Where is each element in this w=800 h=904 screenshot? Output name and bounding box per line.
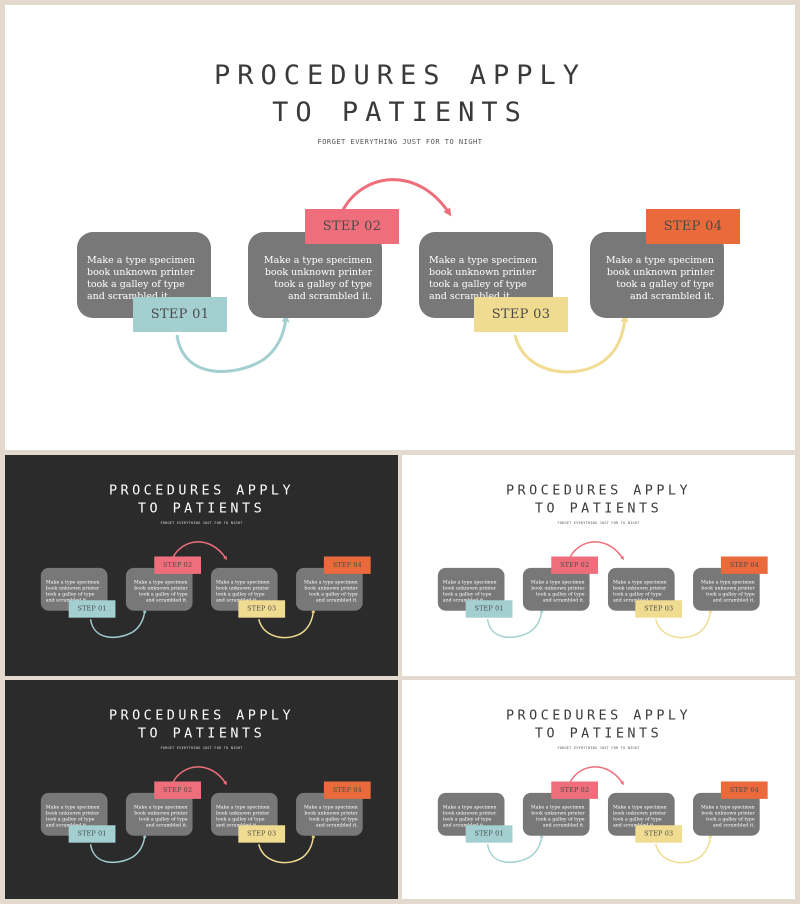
step-01-label: STEP 01: [465, 825, 513, 843]
step-03-label: STEP 03: [238, 600, 286, 618]
arrow-step01-to-step02: [89, 608, 147, 639]
step-02-description: Make a type specimen book unknown printe…: [133, 579, 188, 603]
step-03-label: STEP 03: [635, 825, 683, 843]
arrow-step02-to-step03: [569, 766, 624, 786]
step-02-label: STEP 02: [154, 556, 202, 574]
step-card-02: Make a type specimen book unknown printe…: [248, 232, 382, 318]
step-01-label: STEP 01: [133, 297, 227, 332]
step-card-04: Make a type specimen book unknown printe…: [296, 567, 363, 611]
step-02-label: STEP 02: [154, 781, 202, 799]
slide-title-line1: PROCEDURES APPLY: [108, 482, 295, 498]
slide-main[interactable]: PROCEDURES APPLY TO PATIENTS FORGET EVER…: [5, 5, 795, 450]
arrow-step02-to-step03: [172, 766, 227, 786]
step-02-description: Make a type specimen book unknown printe…: [133, 804, 188, 828]
slide-title-line2: TO PATIENTS: [272, 97, 528, 128]
step-04-label: STEP 04: [323, 781, 371, 799]
step-04-label: STEP 04: [323, 556, 371, 574]
slide-subtitle: FORGET EVERYTHING JUST FOR TO NIGHT: [160, 521, 243, 526]
step-03-description: Make a type specimen book unknown printe…: [612, 804, 667, 828]
step-03-label: STEP 03: [238, 825, 286, 843]
step-03-description: Make a type specimen book unknown printe…: [429, 255, 538, 302]
slide-thumbnail-1[interactable]: PROCEDURES APPLY TO PATIENTS FORGET EVER…: [5, 455, 398, 676]
step-03-label: STEP 03: [635, 600, 683, 618]
slide-title-line1: PROCEDURES APPLY: [108, 707, 295, 723]
slide-title-line2: TO PATIENTS: [534, 725, 663, 742]
slide-thumbnail-3[interactable]: PROCEDURES APPLY TO PATIENTS FORGET EVER…: [5, 680, 398, 899]
step-card-03: Make a type specimen book unknown printe…: [607, 567, 675, 611]
step-arrows: [89, 541, 316, 639]
slide-title-line2: TO PATIENTS: [137, 725, 266, 742]
slide-title-line1: PROCEDURES APPLY: [505, 707, 692, 723]
step-02-description: Make a type specimen book unknown printe…: [530, 804, 585, 828]
step-04-description: Make a type specimen book unknown printe…: [303, 579, 358, 603]
step-01-description: Make a type specimen book unknown printe…: [45, 579, 100, 603]
step-card-04: Make a type specimen book unknown printe…: [590, 232, 724, 318]
step-card-04: Make a type specimen book unknown printe…: [296, 792, 363, 836]
arrow-step03-to-step04: [257, 833, 316, 864]
step-02-description: Make a type specimen book unknown printe…: [263, 255, 372, 302]
slide-title-line2: TO PATIENTS: [534, 500, 663, 517]
step-01-description: Make a type specimen book unknown printe…: [442, 579, 497, 603]
step-card-04: Make a type specimen book unknown printe…: [693, 792, 760, 836]
step-03-description: Make a type specimen book unknown printe…: [612, 579, 667, 603]
arrow-step02-to-step03: [341, 178, 452, 217]
arrow-step03-to-step04: [654, 608, 713, 639]
step-02-description: Make a type specimen book unknown printe…: [530, 579, 585, 603]
slide-title-line1: PROCEDURES APPLY: [213, 60, 587, 91]
slide-title-line2: TO PATIENTS: [137, 500, 266, 517]
arrow-step01-to-step02: [486, 833, 544, 864]
step-arrows: [175, 178, 629, 374]
slide-subtitle: FORGET EVERYTHING JUST FOR TO NIGHT: [557, 521, 640, 526]
step-04-description: Make a type specimen book unknown printe…: [605, 255, 714, 302]
slide-thumbnail-2[interactable]: PROCEDURES APPLY TO PATIENTS FORGET EVER…: [402, 455, 795, 676]
step-card-02: Make a type specimen book unknown printe…: [125, 792, 193, 836]
step-arrows: [486, 766, 713, 864]
step-01-description: Make a type specimen book unknown printe…: [442, 804, 497, 828]
step-04-description: Make a type specimen book unknown printe…: [700, 804, 755, 828]
step-01-label: STEP 01: [68, 825, 116, 843]
step-01-label: STEP 01: [465, 600, 513, 618]
step-04-description: Make a type specimen book unknown printe…: [303, 804, 358, 828]
step-01-description: Make a type specimen book unknown printe…: [45, 804, 100, 828]
step-04-label: STEP 04: [646, 209, 740, 244]
step-02-label: STEP 02: [305, 209, 399, 244]
step-04-label: STEP 04: [720, 556, 768, 574]
arrow-step01-to-step02: [486, 608, 544, 639]
step-01-description: Make a type specimen book unknown printe…: [87, 255, 196, 302]
slide-subtitle: FORGET EVERYTHING JUST FOR TO NIGHT: [317, 138, 483, 146]
step-card-02: Make a type specimen book unknown printe…: [522, 567, 590, 611]
arrow-step03-to-step04: [654, 833, 713, 864]
step-04-label: STEP 04: [720, 781, 768, 799]
slide-subtitle: FORGET EVERYTHING JUST FOR TO NIGHT: [557, 746, 640, 751]
step-03-label: STEP 03: [474, 297, 568, 332]
arrow-step03-to-step04: [257, 608, 316, 639]
step-04-description: Make a type specimen book unknown printe…: [700, 579, 755, 603]
step-card-02: Make a type specimen book unknown printe…: [522, 792, 590, 836]
step-card-03: Make a type specimen book unknown printe…: [210, 792, 278, 836]
arrow-step02-to-step03: [569, 541, 624, 561]
step-arrows: [486, 541, 713, 639]
arrow-step01-to-step02: [89, 833, 147, 864]
step-02-label: STEP 02: [551, 781, 599, 799]
step-02-label: STEP 02: [551, 556, 599, 574]
slide-subtitle: FORGET EVERYTHING JUST FOR TO NIGHT: [160, 746, 243, 751]
step-arrows: [89, 766, 316, 864]
step-01-label: STEP 01: [68, 600, 116, 618]
step-card-02: Make a type specimen book unknown printe…: [125, 567, 193, 611]
arrow-step01-to-step02: [175, 314, 290, 373]
step-03-description: Make a type specimen book unknown printe…: [215, 579, 270, 603]
step-03-description: Make a type specimen book unknown printe…: [215, 804, 270, 828]
arrow-step02-to-step03: [172, 541, 227, 561]
slide-thumbnail-4[interactable]: PROCEDURES APPLY TO PATIENTS FORGET EVER…: [402, 680, 795, 899]
arrow-step03-to-step04: [513, 314, 629, 374]
step-card-04: Make a type specimen book unknown printe…: [693, 567, 760, 611]
slide-title-line1: PROCEDURES APPLY: [505, 482, 692, 498]
